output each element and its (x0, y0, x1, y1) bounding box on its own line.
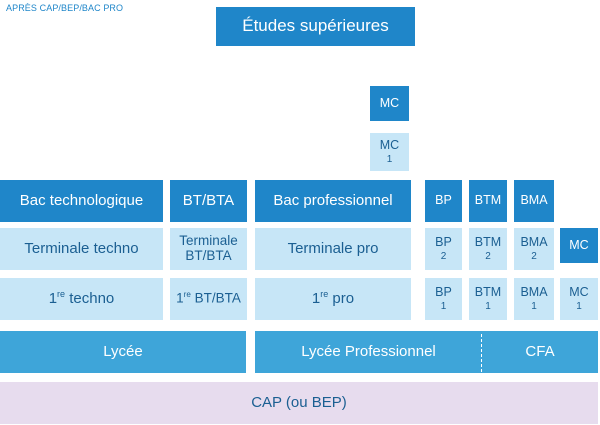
bp1-name: BP (435, 285, 452, 300)
bp-label: BP (435, 193, 452, 208)
premiere-pro-sup: re (320, 289, 329, 300)
mc-box-right: MC (560, 228, 598, 263)
terminale-bt-bta-box: Terminale BT/BTA (170, 228, 247, 270)
premiere-bt-sup: re (183, 290, 191, 300)
bac-professionnel-box: Bac professionnel (255, 180, 411, 222)
btm-label: BTM (474, 193, 502, 208)
btm2-box: BTM 2 (469, 228, 507, 270)
bma1-box: BMA 1 (514, 278, 554, 320)
lycee-label: Lycée (103, 342, 143, 360)
terminale-techno-label: Terminale techno (24, 239, 139, 257)
terminale-pro-label: Terminale pro (287, 239, 379, 257)
mc1-right-year: 1 (576, 300, 582, 312)
premiere-techno-sup: re (57, 289, 66, 300)
lycee-professionnel-box: Lycée Professionnel (255, 331, 482, 373)
premiere-pro-ordinal: 1 (311, 290, 321, 308)
premiere-bt-bta-box: 1re BT/BTA (170, 278, 247, 320)
mc-right-label: MC (569, 237, 589, 252)
btm2-year: 2 (485, 250, 491, 262)
premiere-bt-ordinal: 1 (176, 290, 184, 306)
mc-year1-box-top: MC 1 (370, 133, 409, 171)
bma-label: BMA (520, 193, 548, 208)
btm1-box: BTM 1 (469, 278, 507, 320)
bp2-year: 2 (440, 250, 447, 262)
bp1-box: BP 1 (425, 278, 462, 320)
cfa-label: CFA (525, 342, 555, 360)
bt-bta-label: BT/BTA (182, 191, 235, 209)
premiere-pro-text: pro (332, 290, 355, 308)
mc1-right-name: MC (569, 285, 589, 300)
lycee-professionnel-label: Lycée Professionnel (301, 342, 436, 360)
bac-technologique-label: Bac technologique (19, 191, 144, 209)
mc1-top-year: 1 (386, 153, 393, 165)
btm1-name: BTM (474, 285, 502, 300)
mc-box-top: MC (370, 86, 409, 121)
btm1-year: 1 (485, 300, 491, 312)
header-label: APRÈS CAP/BEP/BAC PRO (6, 3, 124, 13)
premiere-bt-text: BT/BTA (194, 290, 241, 306)
bp1-year: 1 (440, 300, 447, 312)
premiere-techno-label: 1re techno (48, 289, 115, 308)
terminale-bt-line2: BT/BTA (185, 248, 232, 263)
bma2-box: BMA 2 (514, 228, 554, 270)
bp2-name: BP (435, 235, 452, 250)
terminale-techno-box: Terminale techno (0, 228, 163, 270)
terminale-bt-line1: Terminale (179, 233, 238, 249)
terminale-pro-box: Terminale pro (255, 228, 411, 270)
cap-bep-box: CAP (ou BEP) (0, 382, 598, 424)
bma-box: BMA (514, 180, 554, 222)
mc1-top-name: MC (379, 138, 400, 153)
bma1-year: 1 (531, 300, 537, 312)
etudes-superieures-box: Études supérieures (216, 7, 415, 46)
premiere-techno-text: techno (69, 290, 115, 308)
lycee-pro-cfa-divider (481, 334, 482, 372)
mc-top-label: MC (379, 95, 400, 110)
bma2-year: 2 (531, 250, 537, 262)
bt-bta-box: BT/BTA (170, 180, 247, 222)
bac-technologique-box: Bac technologique (0, 180, 163, 222)
bma1-name: BMA (520, 285, 548, 300)
premiere-pro-label: 1re pro (311, 289, 355, 308)
premiere-bt-label: 1re BT/BTA (176, 290, 241, 306)
btm2-name: BTM (474, 235, 502, 250)
premiere-techno-ordinal: 1 (48, 290, 58, 308)
bma2-name: BMA (520, 235, 548, 250)
bp-box: BP (425, 180, 462, 222)
etudes-superieures-label: Études supérieures (242, 16, 389, 36)
btm-box: BTM (469, 180, 507, 222)
bp2-box: BP 2 (425, 228, 462, 270)
lycee-box: Lycée (0, 331, 246, 373)
cfa-box: CFA (482, 331, 598, 373)
premiere-pro-box: 1re pro (255, 278, 411, 320)
cap-bep-label: CAP (ou BEP) (251, 393, 347, 411)
bac-professionnel-label: Bac professionnel (273, 191, 393, 209)
mc1-box-right: MC 1 (560, 278, 598, 320)
premiere-techno-box: 1re techno (0, 278, 163, 320)
